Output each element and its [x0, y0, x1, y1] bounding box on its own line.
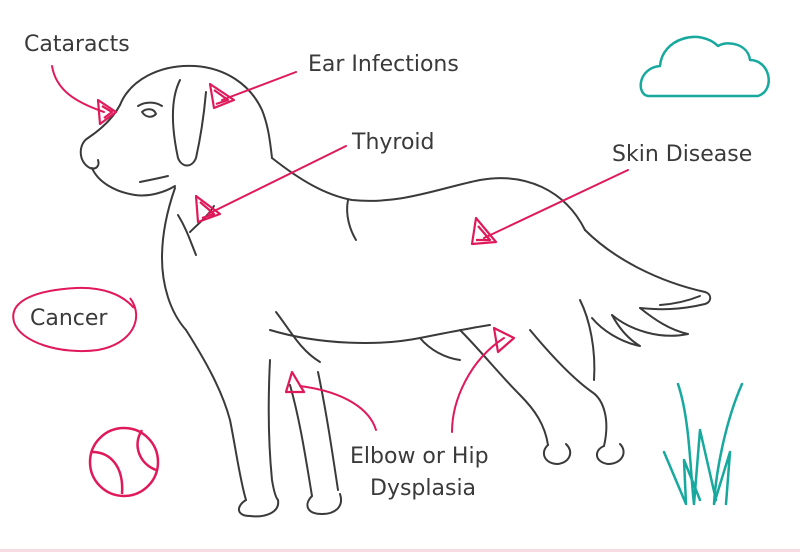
ear-line	[221, 71, 297, 101]
thyroid-line	[207, 145, 347, 215]
elbow-line	[299, 385, 377, 431]
bottom-divider	[0, 549, 800, 552]
callout-lines	[51, 65, 629, 433]
label-cancer: Cancer	[30, 306, 108, 331]
grass-icon	[662, 382, 744, 506]
skin-line	[483, 169, 629, 239]
dog-outline-icon	[79, 64, 712, 518]
label-elbow-hip-line1: Elbow or Hip	[350, 444, 489, 469]
cancer-circle	[12, 286, 138, 353]
hip-marker	[492, 326, 516, 354]
cataracts-line	[51, 65, 105, 113]
elbow-marker	[284, 370, 306, 394]
label-cataracts: Cataracts	[24, 32, 130, 57]
label-elbow-hip-line2: Dysplasia	[370, 476, 477, 501]
label-ear-infections: Ear Infections	[308, 52, 459, 77]
thyroid-marker	[194, 194, 222, 224]
skin-marker	[470, 216, 498, 246]
marker-icons	[96, 82, 516, 394]
cloud-icon	[639, 35, 770, 98]
cataracts-marker	[96, 98, 118, 126]
hip-line	[451, 337, 505, 433]
ear-marker	[208, 82, 236, 110]
label-thyroid: Thyroid	[352, 130, 435, 155]
label-skin-disease: Skin Disease	[612, 142, 753, 167]
tennis-ball-icon	[88, 426, 160, 498]
